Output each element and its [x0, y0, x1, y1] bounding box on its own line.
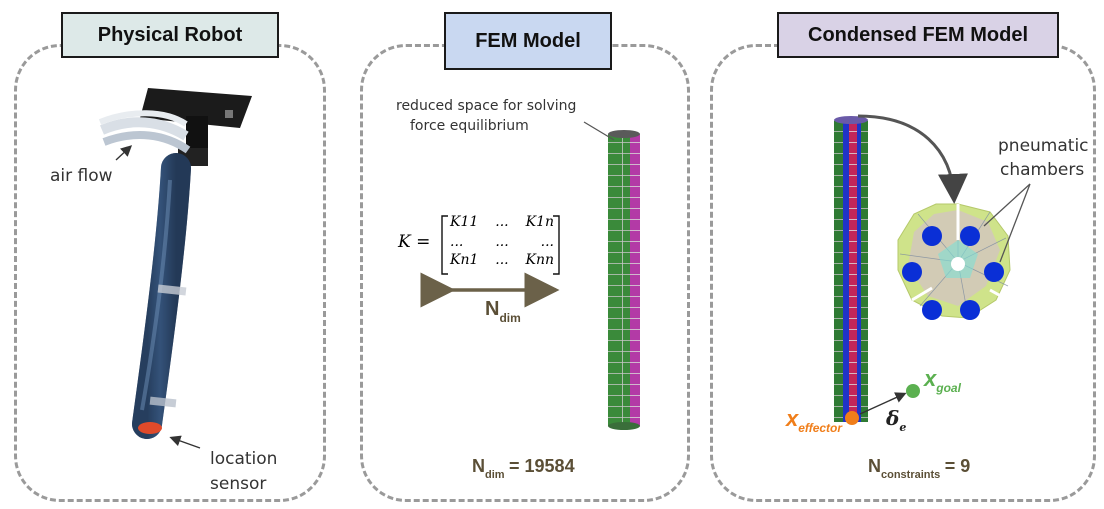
air-flow-label: air flow: [50, 166, 113, 186]
physical-robot-title: Physical Robot: [61, 12, 279, 58]
ndim-main: N: [485, 298, 500, 320]
zoom-arrow: [857, 114, 968, 204]
ndim-total-sub: dim: [485, 469, 505, 481]
constraints-label: Nconstraints = 9: [868, 456, 971, 481]
x-effector-label: xeffector: [786, 406, 843, 435]
chamber-5: [922, 300, 942, 320]
chamber-6: [902, 262, 922, 282]
condensed-mesh-cylinder: [834, 116, 868, 422]
chambers-label: chambers: [1000, 160, 1085, 180]
x-goal-main: x: [924, 366, 937, 391]
delta-e-label: δe: [886, 406, 906, 434]
constraints-value: = 9: [944, 456, 971, 476]
matrix-cell: ...: [450, 234, 464, 250]
delta-main: δ: [886, 406, 900, 430]
matrix-cell: Knn: [525, 252, 555, 268]
matrix-cell: K1n: [525, 214, 554, 230]
x-goal-label: xgoal: [924, 366, 961, 395]
chamber-4: [960, 300, 980, 320]
matrix-cell: ...: [495, 252, 509, 268]
constraints-sub: constraints: [881, 469, 941, 481]
physical-robot-image: [98, 88, 252, 449]
ndim-sub: dim: [499, 311, 521, 325]
sensor-label: sensor: [210, 474, 267, 494]
matrix-cell: Kn1: [450, 252, 479, 268]
fem-model-title: FEM Model: [444, 12, 612, 70]
ndim-total-value: = 19584: [509, 456, 575, 476]
matrix-cell: ...: [495, 214, 509, 230]
fem-mesh-cylinder: [608, 130, 640, 430]
note-pointer-line: [583, 121, 615, 141]
cross-section: [897, 203, 1011, 320]
condensed-fem-title: Condensed FEM Model: [777, 12, 1059, 58]
effector-point: [845, 411, 859, 425]
delta-arrow: [859, 392, 907, 415]
pneumatic-label: pneumatic: [998, 136, 1089, 156]
chamber-pointers: [983, 183, 1031, 263]
reduced-space-note-2: force equilibrium: [410, 118, 529, 134]
ndim-label: Ndim: [485, 298, 521, 325]
stiffness-matrix: K11 ... K1n ... ... ... Kn1 ... Knn: [450, 214, 554, 272]
matrix-lhs: K =: [398, 232, 431, 252]
matrix-cell: ...: [495, 234, 509, 250]
goal-point: [906, 384, 920, 398]
x-effector-main: x: [786, 406, 799, 431]
x-effector-sub: effector: [798, 421, 843, 435]
ndim-total-main: N: [472, 456, 485, 476]
chamber-2: [960, 226, 980, 246]
x-goal-sub: goal: [936, 381, 961, 395]
matrix-cell: ...: [540, 234, 554, 250]
ndim-total-label: Ndim = 19584: [472, 456, 575, 481]
chamber-1: [922, 226, 942, 246]
delta-sub: e: [899, 421, 907, 434]
chamber-3: [984, 262, 1004, 282]
constraints-main: N: [868, 456, 881, 476]
matrix-cell: K11: [450, 214, 479, 230]
reduced-space-note: reduced space for solving: [396, 98, 577, 114]
location-label: location: [210, 449, 278, 469]
